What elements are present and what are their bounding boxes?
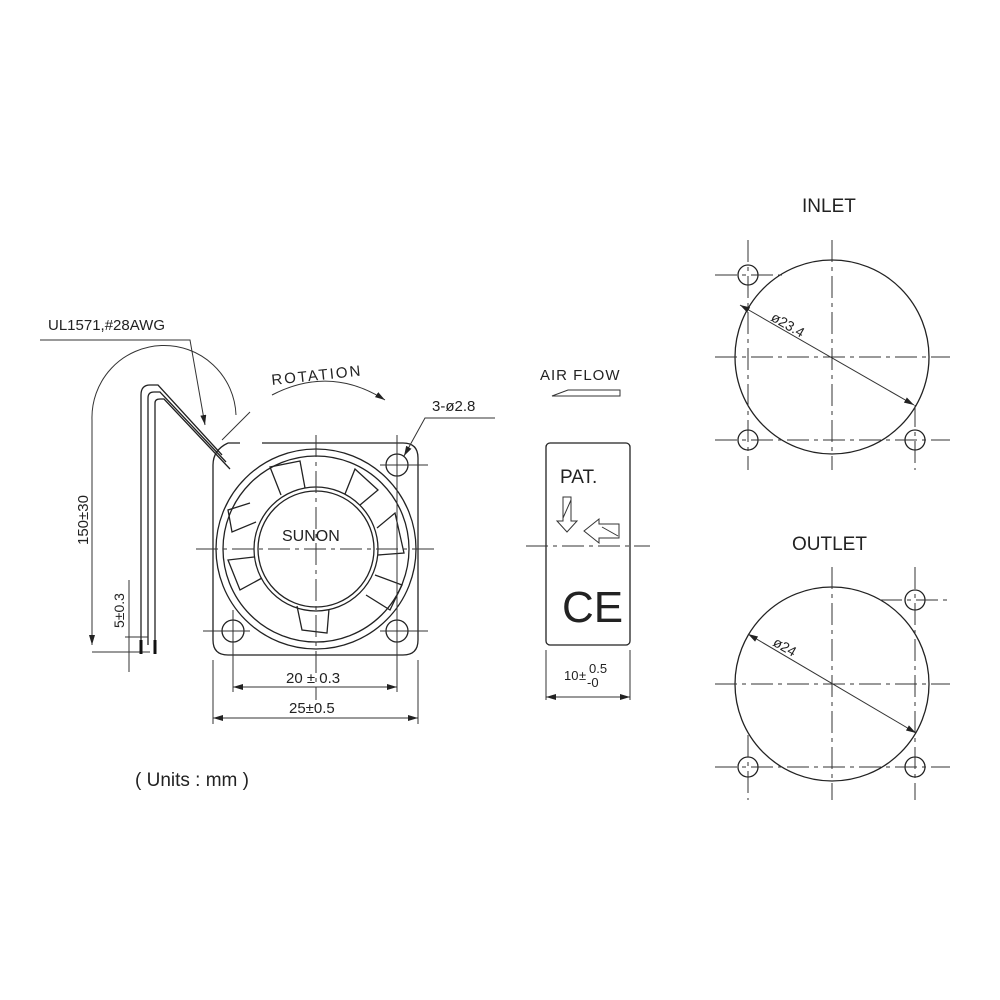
side-view: AIR FLOW PAT. CE 10 ± 0.5 -0: [526, 367, 650, 700]
wire-1: [140, 384, 223, 645]
inlet-title: INLET: [802, 196, 856, 217]
airflow-arrow: [551, 389, 621, 397]
wire-label: UL1571,#28AWG: [48, 317, 165, 334]
side-frame: [545, 442, 631, 646]
ext-line: [221, 411, 251, 441]
wire-length-arc: [89, 345, 237, 645]
airflow-label: AIR FLOW: [540, 367, 621, 384]
inlet-view: INLET ø23.4: [715, 196, 950, 470]
inlet-diameter-line: [739, 304, 915, 406]
fan-blades: [227, 460, 405, 634]
thickness-tol: ±: [579, 668, 586, 683]
front-view: UL1571,#28AWG 150±30 5±0.3 SUNON: [40, 317, 495, 724]
thickness-plus: 0.5: [589, 661, 607, 676]
rotation-arrow: [271, 380, 386, 401]
hole-spacing-dim: 20 ± 0.3: [286, 670, 340, 687]
outlet-title: OUTLET: [792, 534, 867, 555]
inlet-diameter: ø23.4: [769, 309, 808, 341]
wire-length-dim: 150±30: [75, 495, 92, 545]
rotation-label: ROTATION: [271, 363, 364, 389]
thickness-minus: -0: [587, 675, 599, 690]
pat-label: PAT.: [560, 467, 597, 488]
wire-leader: [40, 339, 207, 426]
brand-label: SUNON: [282, 528, 340, 545]
wire-3: [154, 398, 231, 645]
wire-2: [147, 391, 227, 645]
outlet-view: OUTLET ø24: [715, 534, 950, 800]
frame-size-dim: 25±0.5: [289, 700, 335, 717]
outlet-diameter-line: [747, 633, 917, 734]
airflow-direction-icon: [555, 496, 620, 545]
units-note: ( Units : mm ): [135, 770, 249, 791]
ce-mark: CE: [562, 583, 623, 632]
strip-length-dim: 5±0.3: [111, 593, 127, 628]
outlet-diameter: ø24: [771, 634, 800, 660]
thickness-main: 10: [564, 668, 578, 683]
hole-label: 3-ø2.8: [432, 398, 475, 415]
hole-leader: [403, 417, 495, 457]
fan-frame: [212, 442, 419, 656]
